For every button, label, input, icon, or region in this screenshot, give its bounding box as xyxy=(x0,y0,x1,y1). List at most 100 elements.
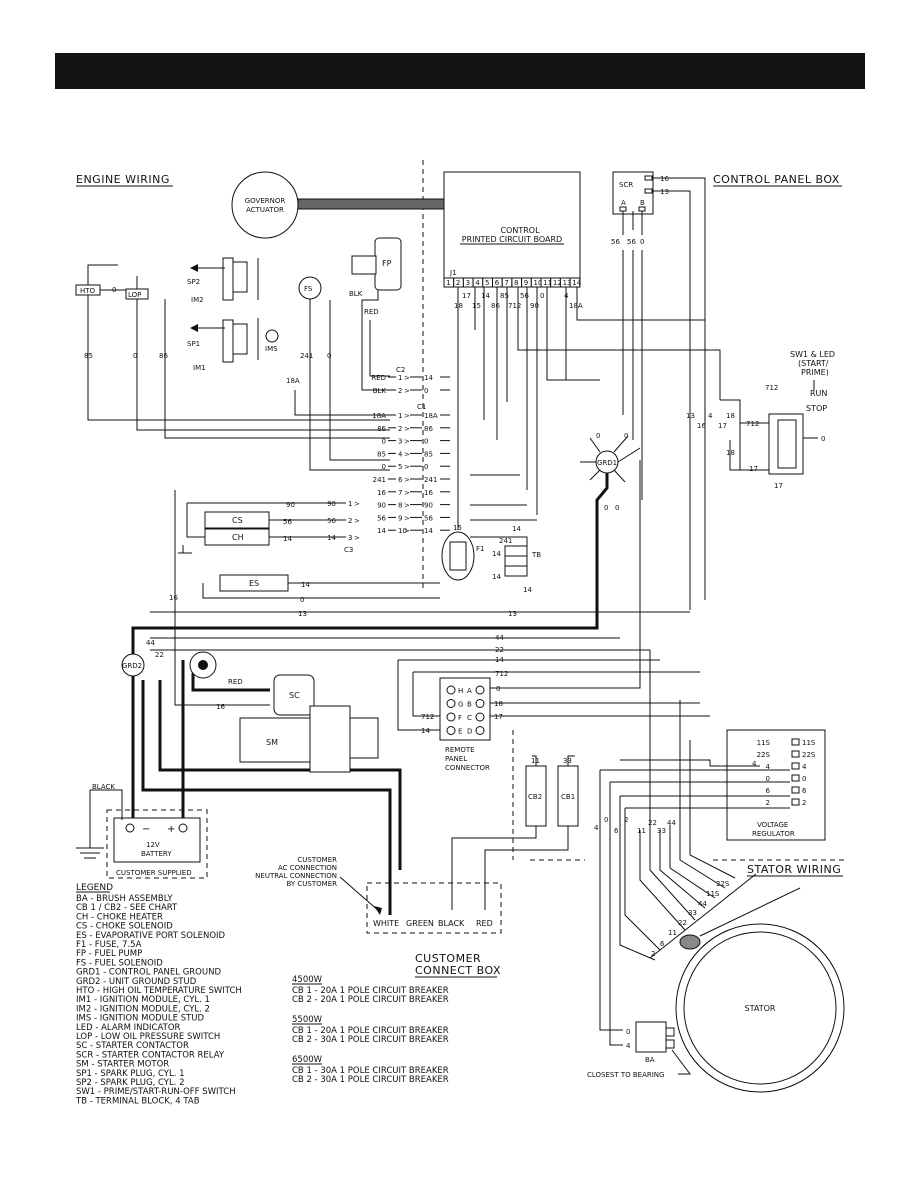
st-wire-11: 11 xyxy=(637,827,646,835)
bus-14: 14 xyxy=(495,656,504,664)
connector-arrow: > xyxy=(404,374,410,382)
wire-16-left: 16 xyxy=(169,594,178,602)
chart-model: 5500W xyxy=(292,1015,323,1025)
st-wire-0: 0 xyxy=(604,816,608,824)
vr-terminal xyxy=(791,750,800,758)
customer-connect-box xyxy=(366,882,502,934)
remote-pin-letter: F xyxy=(458,714,462,722)
j1-wire-label: 17 xyxy=(462,292,471,300)
j1-pin-number: 10 xyxy=(534,279,543,287)
sw1-label-1: SW1 & LED xyxy=(790,350,835,359)
remote-pin xyxy=(475,726,485,735)
connector-pin-number: 2 xyxy=(398,425,402,433)
note-3: NEUTRAL CONNECTION xyxy=(255,872,337,880)
starter-contactor xyxy=(273,674,315,716)
sc-label: SC xyxy=(289,691,300,700)
scr-wire-56b: 56 xyxy=(627,238,636,246)
r-wire-0b: 0 xyxy=(615,504,619,512)
vr-right-label: 0 xyxy=(802,775,806,783)
st-wire-4: 4 xyxy=(594,824,599,832)
connector-left-label: 56 xyxy=(377,514,386,522)
control-pcb xyxy=(443,171,581,288)
connector-pin-number: 4 xyxy=(398,450,403,458)
connector-left-label: 85 xyxy=(377,450,386,458)
battery-plus: + xyxy=(167,824,175,835)
stop-label: STOP xyxy=(806,404,827,413)
legend-item: HTO - HIGH OIL TEMPERATURE SWITCH xyxy=(76,986,242,996)
remote-label-1: REMOTE xyxy=(445,746,475,754)
terminal-block xyxy=(504,545,528,577)
note-2: AC CONNECTION xyxy=(278,864,337,872)
remote-pin-letter: E xyxy=(458,728,462,736)
tb-wire-14a: 14 xyxy=(512,525,521,533)
j1-pin-number: 1 xyxy=(446,279,450,287)
remote-pin xyxy=(475,712,485,722)
connector-pin-number: 1 xyxy=(398,374,402,382)
j1-pin-number: 2 xyxy=(456,279,460,287)
vr-right-label: 6 xyxy=(802,787,807,795)
legend-title: LEGEND xyxy=(76,883,113,893)
j1-pin xyxy=(569,277,581,288)
vr-terminal xyxy=(791,738,800,746)
scr-wire-13: 13 xyxy=(660,188,669,196)
sm-label: SM xyxy=(266,738,278,747)
legend-item: CS - CHOKE SOLENOID xyxy=(76,922,173,932)
wire-0c: 0 xyxy=(112,286,116,294)
cb1-label: CB1 xyxy=(561,793,575,801)
ba-wire-4: 4 xyxy=(626,1042,631,1050)
wire-85: 85 xyxy=(84,352,93,360)
legend-item: BA - BRUSH ASSEMBLY xyxy=(76,894,173,904)
connector-pin-number: 10 xyxy=(398,527,407,535)
ignition-module-2 xyxy=(190,257,259,301)
vr-left-label: 22S xyxy=(757,751,771,759)
vr-right-label: 22S xyxy=(802,751,816,759)
ccb-green: GREEN xyxy=(406,919,434,928)
legend-item: TB - TERMINAL BLOCK, 4 TAB xyxy=(75,1096,200,1106)
sw-wire-17b: 17 xyxy=(774,482,783,490)
es-label: ES xyxy=(249,579,259,588)
governor-harness xyxy=(297,198,449,210)
legend-item: IM1 - IGNITION MODULE, CYL. 1 xyxy=(76,995,210,1005)
j1-wire-label: 14 xyxy=(481,292,490,300)
r-wire-17: 17 xyxy=(718,422,727,430)
connector-right-label: 0 xyxy=(424,438,428,446)
vr-label-2: REGULATOR xyxy=(752,830,795,838)
j1-pin-number: 3 xyxy=(466,279,470,287)
j1-wire-label: 18A xyxy=(569,302,583,310)
remote-pin xyxy=(446,699,456,708)
j1-pin-number: 6 xyxy=(495,279,500,287)
j1-wire-label: 0 xyxy=(540,292,544,300)
r-wire-0d: 0 xyxy=(624,432,628,440)
st-33: 33 xyxy=(688,909,697,917)
c2-label: C2 xyxy=(396,366,405,374)
connector-pin-number: 1 xyxy=(348,500,352,508)
st-wire-22: 22 xyxy=(648,819,657,827)
connector-pin-number: 2 xyxy=(398,387,402,395)
legend-item: SC - STARTER CONTACTOR xyxy=(76,1041,189,1051)
chart-line: CB 1 - 30A 1 POLE CIRCUIT BREAKER xyxy=(292,1066,449,1076)
connector-arrow: > xyxy=(404,502,410,510)
legend-item: FS - FUEL SOLENOID xyxy=(76,958,163,968)
j1-pin-number: 11 xyxy=(543,279,552,287)
st-wire-2: 2 xyxy=(624,816,628,824)
connector-left-label: 241 xyxy=(373,476,386,484)
note-1: CUSTOMER xyxy=(297,856,337,864)
customer-supplied-box xyxy=(106,809,208,879)
tb-wire-14d: 14 xyxy=(523,586,532,594)
r-wire-18: 18 xyxy=(726,412,735,420)
vr-left-label: 11S xyxy=(757,739,771,747)
legend-item: LED - ALARM INDICATOR xyxy=(76,1023,181,1033)
remote-label-2: PANEL xyxy=(445,755,467,763)
connector-right-label: 90 xyxy=(424,502,433,510)
st-6: 6 xyxy=(660,940,665,948)
remote-pin xyxy=(446,712,456,722)
legend-item: FP - FUEL PUMP xyxy=(76,949,142,959)
j1-wire-label: 86 xyxy=(491,302,500,310)
wire-86: 86 xyxy=(159,352,168,360)
sw-wire-17: 17 xyxy=(749,465,758,473)
wire-241: 241 xyxy=(300,352,313,360)
hto-label: HTO xyxy=(80,287,96,295)
connector-pin-number: 3 xyxy=(348,534,352,542)
